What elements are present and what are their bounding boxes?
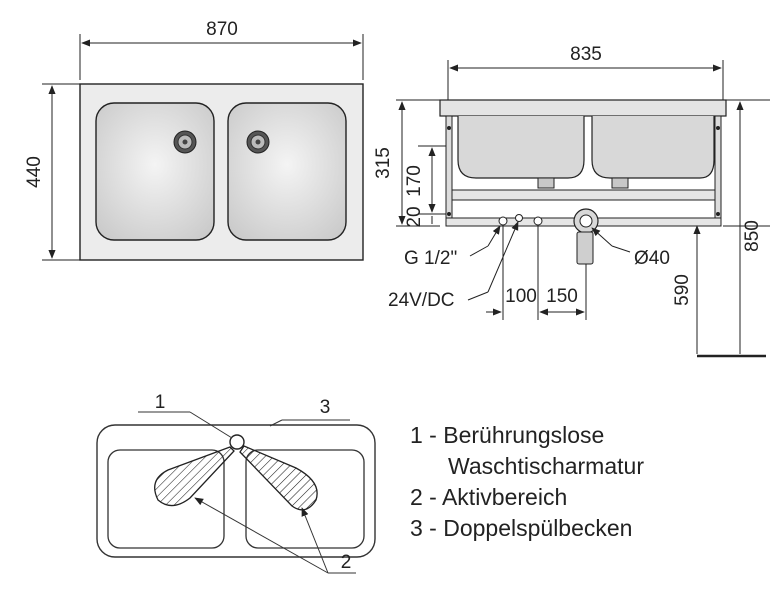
callout-1-label: 1: [155, 392, 166, 413]
dim-315-label: 315: [373, 147, 394, 179]
side-view: 835 315: [373, 44, 770, 358]
legend-item-1: 1 - Berührungslose: [410, 422, 605, 448]
right-active-area: [239, 445, 318, 511]
left-drain-icon: [173, 130, 197, 154]
length-label: 835: [570, 44, 602, 65]
top-view: 870 440: [24, 19, 364, 261]
right-bowl-side: [591, 116, 715, 179]
left-bowl: [95, 102, 215, 241]
drain-diameter-label: Ø40: [634, 248, 670, 269]
depth-label: 440: [24, 156, 45, 188]
power-label: 24V/DC: [388, 290, 455, 311]
callout-2-label: 2: [341, 552, 352, 573]
dim-100-label: 100: [505, 286, 537, 307]
legend-item-1-cont: Waschtischarmatur: [448, 453, 644, 479]
schematic-right-bowl: [245, 449, 365, 549]
schematic-sink-outline: [96, 424, 376, 558]
cross-rail: [451, 189, 716, 201]
dim-150-label: 150: [546, 286, 578, 307]
sink-deck: [439, 99, 727, 117]
right-drain-icon: [246, 130, 270, 154]
power-connection-icon: [515, 214, 523, 222]
legend: 1 - Berührungslose Waschtischarmatur 2 -…: [410, 420, 644, 544]
dim-850-label: 850: [742, 220, 763, 252]
left-active-area: [154, 446, 235, 507]
drain-trap-icon: [573, 208, 599, 265]
legend-item-2: 2 - Aktivbereich: [410, 484, 568, 510]
dim-590-label: 590: [672, 274, 693, 306]
schematic: 1 3 2: [96, 392, 376, 574]
faucet-icon: [229, 434, 245, 450]
left-bowl-side: [457, 116, 585, 179]
width-label: 870: [206, 19, 238, 40]
dim-170-label: 170: [404, 165, 425, 197]
callout-3-label: 3: [320, 397, 331, 418]
thread-label: G 1/2": [404, 248, 457, 269]
legend-item-3: 3 - Doppelspülbecken: [410, 515, 633, 541]
right-bowl: [227, 102, 347, 241]
schematic-left-bowl: [107, 449, 225, 549]
dim-20-label: 20: [404, 206, 425, 227]
supply-connection-icon: [498, 216, 508, 226]
